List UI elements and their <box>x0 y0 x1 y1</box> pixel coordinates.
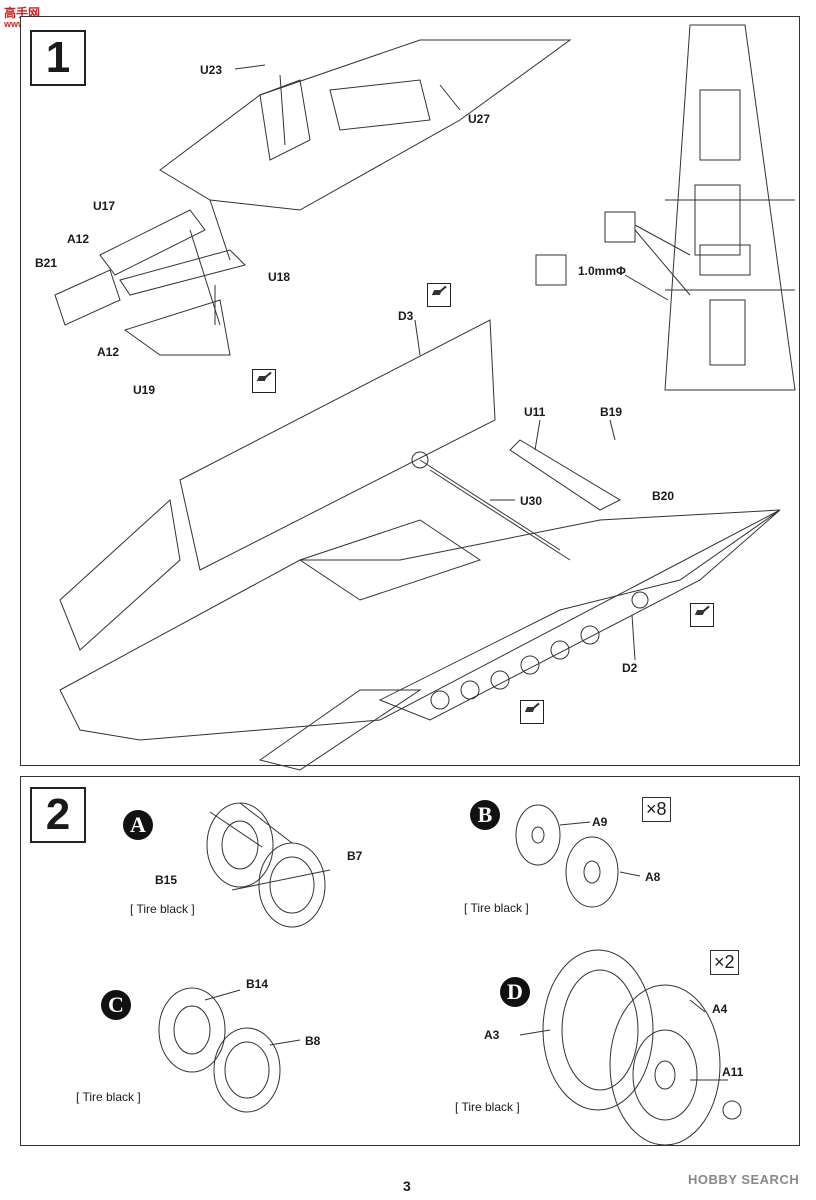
part-label-b20: B20 <box>652 489 675 503</box>
part-label-a12-top: A12 <box>67 232 90 246</box>
part-label-a3: A3 <box>484 1028 500 1042</box>
cement-icon <box>427 283 451 307</box>
quantity-badge-d: ×2 <box>710 950 739 975</box>
paint-note-b: [ Tire black ] <box>464 901 529 915</box>
part-label-a12-bottom: A12 <box>97 345 120 359</box>
part-label-b21: B21 <box>35 256 58 270</box>
part-label-u17: U17 <box>93 199 116 213</box>
part-label-a4: A4 <box>712 1002 728 1016</box>
hole-size-note: 1.0mmΦ <box>578 264 626 278</box>
part-label-u19: U19 <box>133 383 156 397</box>
quantity-badge-b: ×8 <box>642 797 671 822</box>
part-label-d2: D2 <box>622 661 638 675</box>
cement-icon <box>520 700 544 724</box>
subassembly-b-marker: B <box>470 800 500 830</box>
step2-number: 2 <box>30 787 86 843</box>
part-label-b8: B8 <box>305 1034 321 1048</box>
part-label-b15: B15 <box>155 873 178 887</box>
paint-note-a: [ Tire black ] <box>130 902 195 916</box>
step1-number: 1 <box>30 30 86 86</box>
part-label-u30: U30 <box>520 494 543 508</box>
paint-note-d: [ Tire black ] <box>455 1100 520 1114</box>
step2-panel <box>20 776 800 1146</box>
watermark: HOBBY SEARCH <box>688 1172 800 1187</box>
page-number: 3 <box>403 1178 411 1194</box>
part-label-a9: A9 <box>592 815 608 829</box>
subassembly-d-marker: D <box>500 977 530 1007</box>
step1-panel <box>20 16 800 766</box>
paint-note-c: [ Tire black ] <box>76 1090 141 1104</box>
part-label-d3: D3 <box>398 309 414 323</box>
part-label-a8: A8 <box>645 870 661 884</box>
cement-icon <box>690 603 714 627</box>
part-label-u23: U23 <box>200 63 223 77</box>
part-label-a11: A11 <box>722 1065 744 1079</box>
part-label-b19: B19 <box>600 405 623 419</box>
part-label-u18: U18 <box>268 270 291 284</box>
part-label-b14: B14 <box>246 977 269 991</box>
part-label-u27: U27 <box>468 112 491 126</box>
subassembly-c-marker: C <box>101 990 131 1020</box>
subassembly-a-marker: A <box>123 810 153 840</box>
cement-icon <box>252 369 276 393</box>
part-label-u11: U11 <box>524 405 546 419</box>
part-label-b7: B7 <box>347 849 363 863</box>
